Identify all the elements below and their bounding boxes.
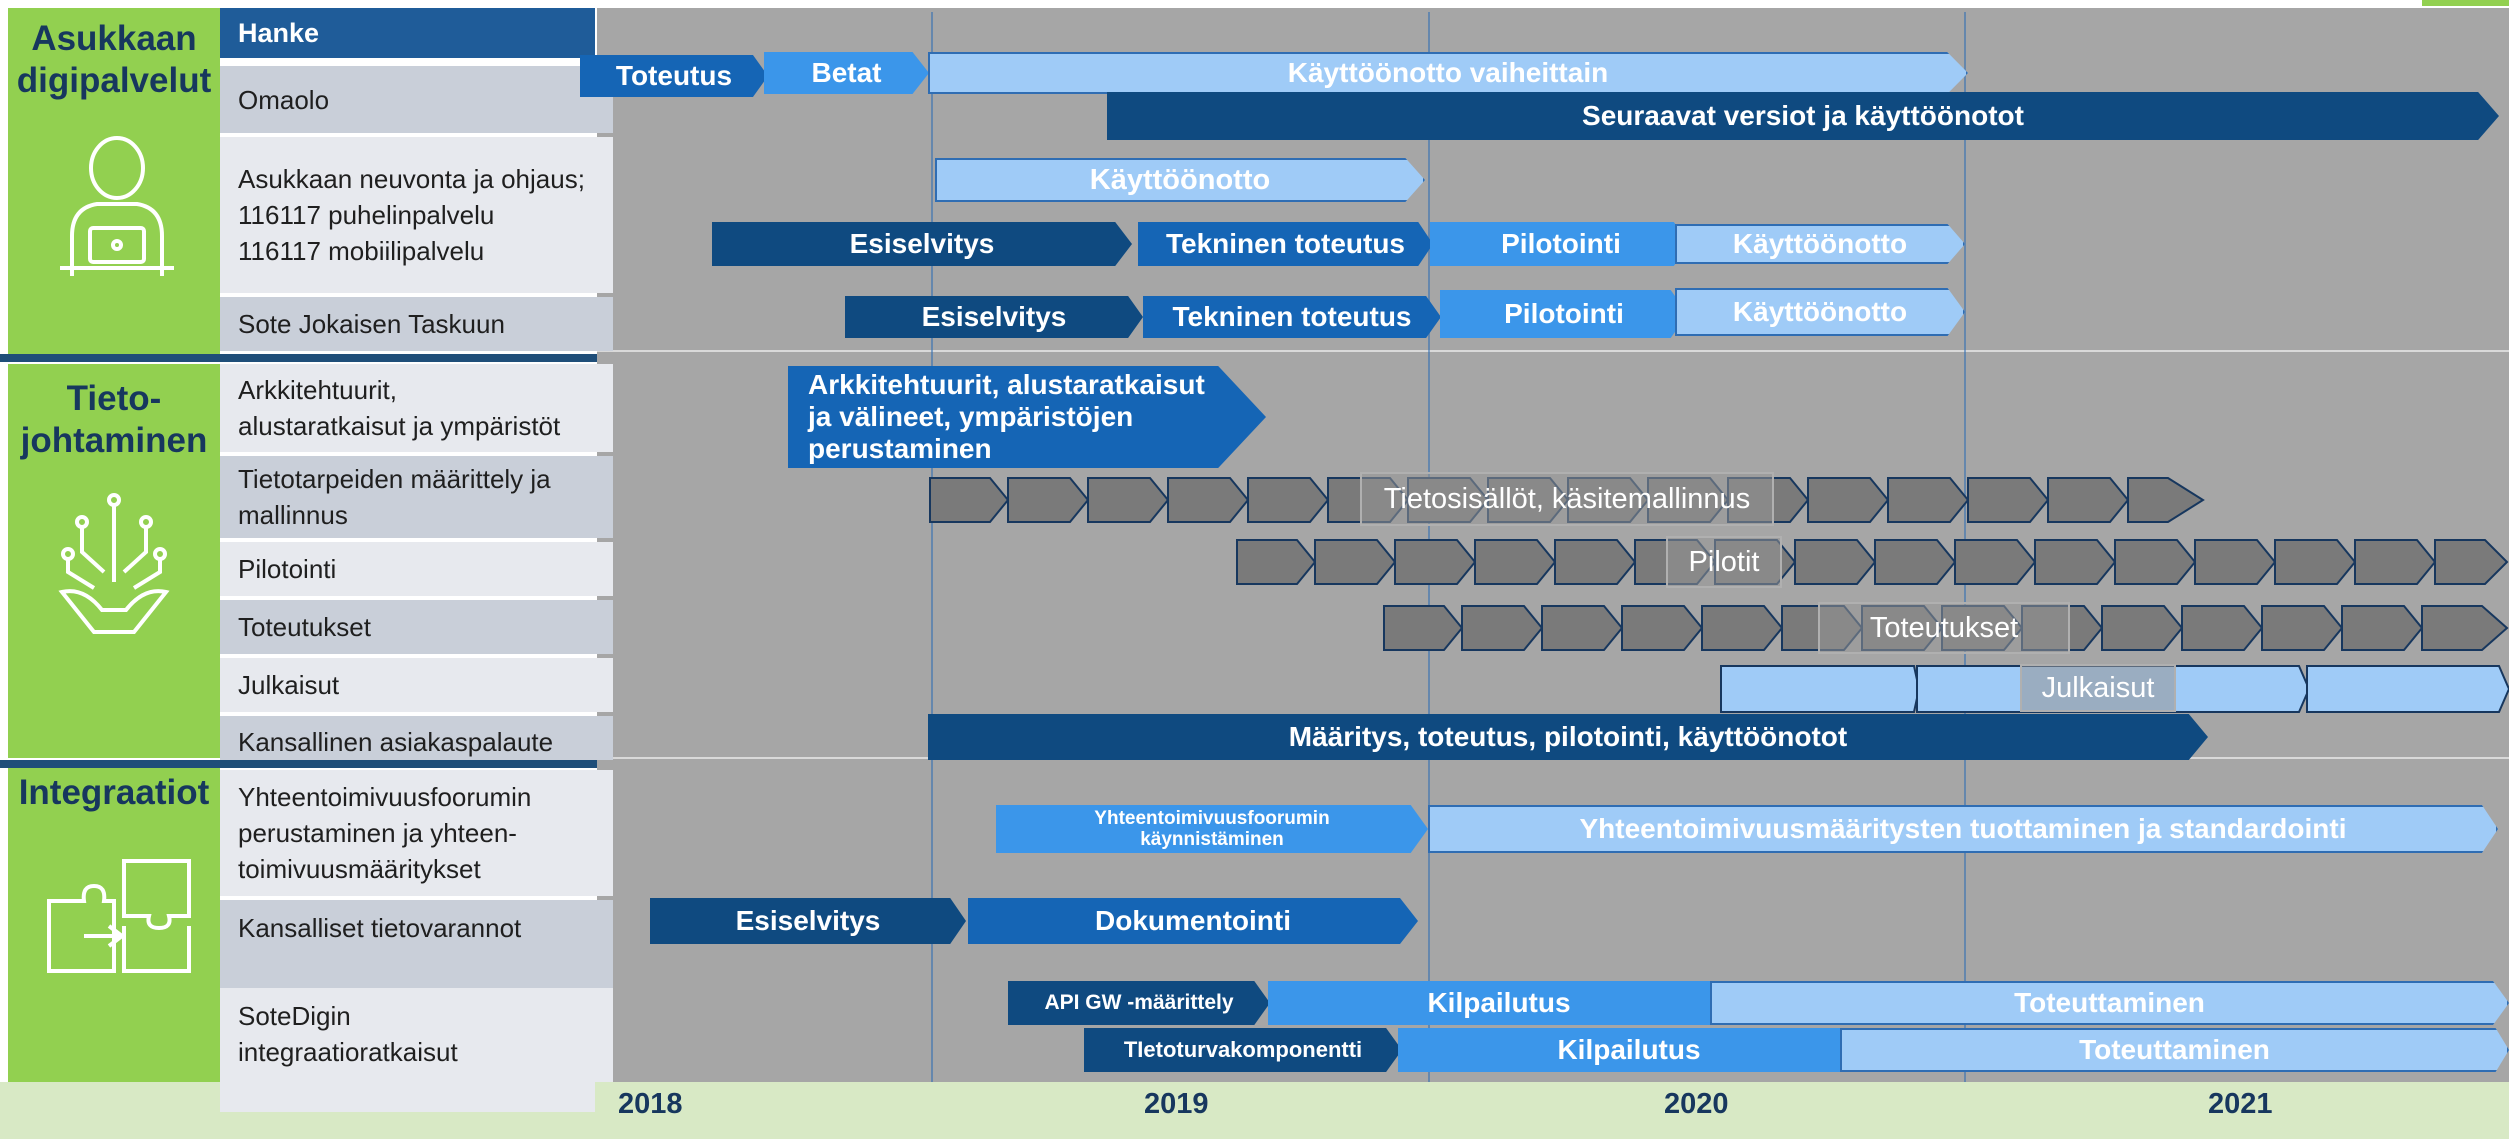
bar-yhteentoimivuusmaaritysten: Yhteentoimivuusmääritysten tuottaminen j… [1428, 805, 2498, 853]
row-label: Tietotarpeiden määrittely ja mallinnus [220, 456, 613, 538]
person-laptop-icon [60, 136, 174, 276]
bar-kilpailutus-2: Kilpailutus [1398, 1028, 1860, 1072]
bar-tekninen-2: Tekninen toteutus [1143, 296, 1441, 338]
row-label: Yhteentoimivuusfoorumin perustaminen ja … [220, 770, 613, 896]
column-header: Hanke [220, 8, 595, 58]
bar-esiselvitys-3: Esiselvitys [650, 898, 966, 944]
bar-toteuttaminen-2: Toteuttaminen [1840, 1028, 2509, 1072]
bar-kayttoonotto-vaiheittain: Käyttöönotto vaiheittain [928, 52, 1968, 94]
bar-kilpailutus: Kilpailutus [1268, 981, 1730, 1025]
bar-pilotointi-2: Pilotointi [1440, 290, 1688, 338]
label-julkaisut: Julkaisut [2020, 664, 2176, 712]
bar-seuraavat: Seuraavat versiot ja käyttöönotot [1107, 92, 2499, 140]
section-separator [0, 760, 597, 768]
bar-toteuttaminen: Toteuttaminen [1710, 981, 2509, 1025]
bar-kayttoonotto-2: Käyttöönotto [1675, 224, 1965, 264]
chevron-row-pilotit [1236, 539, 2509, 585]
row-label: Pilotointi [220, 542, 613, 596]
data-hand-icon [58, 493, 170, 634]
bar-kayttoonotto-3: Käyttöönotto [1675, 288, 1965, 336]
category-block [8, 8, 220, 356]
bar-dokumentointi: Dokumentointi [968, 898, 1418, 944]
label-toteutukset: Toteutukset [1818, 602, 2070, 654]
row-label: Julkaisut [220, 658, 613, 712]
bar-esiselvitys: Esiselvitys [712, 222, 1132, 266]
row-label: Arkkitehtuurit, alustaratkaisut ja ympär… [220, 364, 613, 452]
section-separator [0, 354, 597, 362]
puzzle-icon [47, 859, 191, 973]
year-divider [931, 12, 933, 1082]
bar-tekninen: Tekninen toteutus [1138, 222, 1433, 266]
row-label: Kansalliset tietovarannot [220, 900, 613, 994]
bar-yhteentoimivuusfoorumin: Yhteentoimivuusfoorumin käynnistäminen [996, 805, 1428, 853]
label-tietosisallot: Tietosisällöt, käsitemallinnus [1360, 472, 1774, 526]
bar-maaritys: Määritys, toteutus, pilotointi, käyttöön… [928, 714, 2208, 760]
row-label: Sote Jokaisen Taskuun [220, 297, 613, 351]
category-title: Tieto-johtaminen [20, 379, 208, 460]
row-label: Omaolo [220, 66, 613, 133]
chevron-row-julkaisut [1720, 665, 2509, 713]
row-label: Asukkaan neuvonta ja ohjaus; 116117 puhe… [220, 137, 613, 293]
bar-kayttoonotto: Käyttöönotto [935, 158, 1425, 202]
year-label: 2019 [1144, 1088, 1209, 1120]
year-label: 2018 [618, 1088, 683, 1120]
bar-tietoturva: TIetoturvakomponentti [1084, 1028, 1402, 1072]
section-divider [597, 350, 2509, 352]
bar-betat: Betat [764, 52, 929, 94]
category-title: Integraatiot [18, 773, 210, 812]
bar-esiselvitys-2: Esiselvitys [845, 296, 1143, 338]
bar-api: API GW -määrittely [1008, 981, 1270, 1025]
row-label: Toteutukset [220, 600, 613, 654]
label-pilotit: Pilotit [1666, 536, 1782, 588]
year-label: 2020 [1664, 1088, 1729, 1120]
year-band-label-cover [220, 1082, 595, 1112]
bar-toteutus: Toteutus [580, 55, 768, 97]
bar-arkkitehtuurit: Arkkitehtuurit, alustaratkaisut ja välin… [788, 366, 1266, 468]
bar-pilotointi: Pilotointi [1430, 222, 1692, 266]
row-label: Kansallinen asiakaspalaute [220, 716, 613, 760]
year-label: 2021 [2208, 1088, 2273, 1120]
corner-accent [2422, 0, 2509, 6]
